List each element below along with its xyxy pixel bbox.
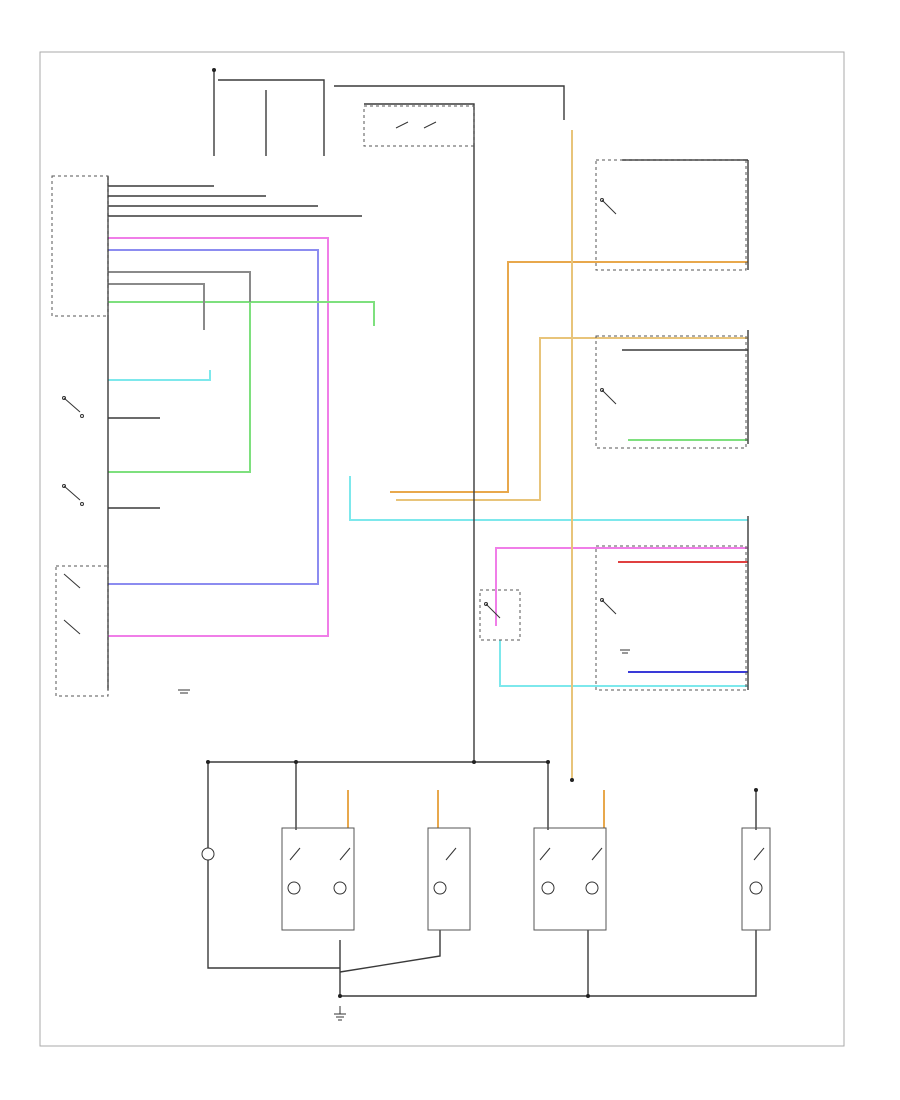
ground-icon — [334, 1006, 346, 1021]
bcm-box — [51, 175, 109, 317]
lamp-box-4 — [741, 827, 771, 931]
lamp-icon — [749, 881, 763, 895]
switch-icon — [753, 847, 765, 861]
ground-icon — [620, 649, 630, 654]
wire-green-module — [108, 301, 375, 326]
switch-icon — [600, 388, 617, 405]
lamp-box-1 — [281, 827, 355, 931]
wire-fuse-5 — [364, 103, 475, 760]
black-wires — [107, 70, 757, 997]
splices — [206, 68, 758, 998]
switch-icon — [600, 198, 617, 215]
wire-pink-right — [495, 547, 748, 626]
liftgate-switch-box — [479, 589, 521, 641]
switch-icon — [539, 847, 603, 861]
lamp-icon — [433, 881, 447, 895]
right-module-1 — [595, 159, 747, 271]
switches — [62, 121, 765, 861]
lamps — [201, 847, 763, 895]
wire-cyan-left — [108, 370, 211, 381]
lamp-icon — [287, 881, 301, 895]
lamp-icon — [333, 881, 347, 895]
wire-ground-2 — [339, 930, 441, 973]
switch-icon — [63, 619, 81, 635]
wire-fuse-3 — [218, 79, 325, 156]
wire-fuse-4 — [334, 85, 565, 120]
wire-ground-bus — [339, 930, 757, 997]
ground-icon — [178, 689, 190, 694]
switch-icon — [62, 396, 84, 418]
headlamp-switch-box — [55, 565, 109, 697]
switch-icon — [289, 847, 351, 861]
right-module-2 — [595, 335, 747, 449]
switch-icon — [62, 484, 84, 506]
switch-icon — [395, 121, 437, 129]
right-module-3 — [595, 545, 747, 691]
wire-green-door — [108, 302, 251, 473]
module-box — [363, 105, 475, 147]
colored-wires — [108, 130, 748, 828]
wire-gray-2 — [108, 283, 205, 330]
grounds — [178, 649, 630, 1021]
wire-pink-left — [108, 237, 329, 637]
lamp-icon — [201, 847, 215, 861]
components — [51, 105, 771, 931]
switch-icon — [63, 573, 81, 589]
wire-tan — [396, 337, 748, 501]
wire-blue — [108, 249, 319, 585]
wire-cyan-long — [349, 476, 748, 521]
switch-icon — [484, 602, 501, 619]
lamp-icon — [541, 881, 555, 895]
lamp-box-3 — [533, 827, 607, 931]
switch-icon — [600, 598, 617, 615]
wire-lamp-bus-drop-1 — [207, 762, 340, 969]
switch-icon — [445, 847, 457, 861]
wire-cyan-liftgate — [499, 640, 748, 687]
diagram-border — [39, 51, 845, 1047]
wire-orange — [390, 261, 748, 493]
wire-gray-1 — [108, 271, 251, 302]
lamp-icon — [585, 881, 599, 895]
lamp-box-2 — [427, 827, 471, 931]
